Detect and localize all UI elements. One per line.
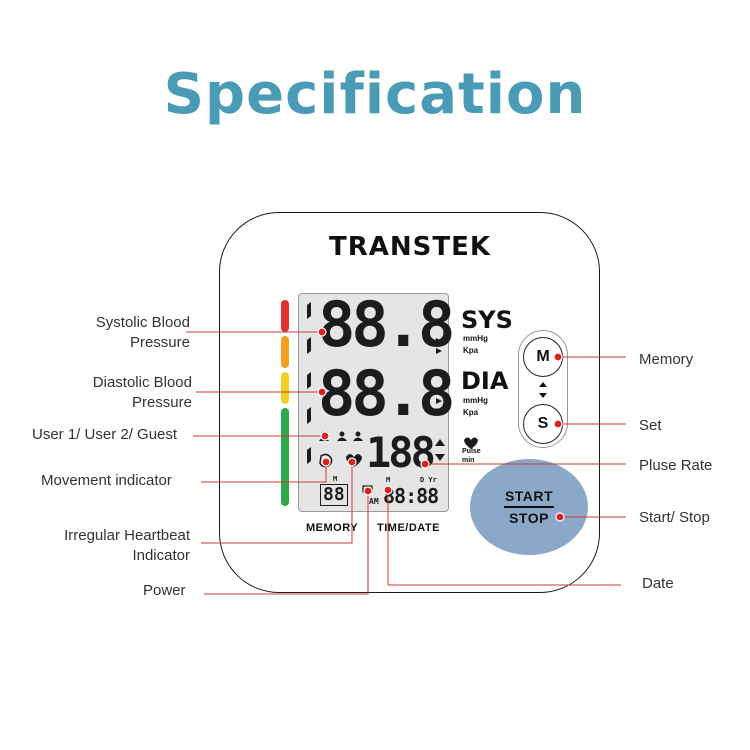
dia-arrow-2: [436, 408, 442, 414]
date-dot: [383, 485, 393, 495]
segment-bracket-2: [307, 337, 311, 354]
dia-unit-mmhg: mmHg: [463, 396, 488, 405]
power-dot: [363, 486, 373, 496]
movement-dot: [321, 457, 331, 467]
segment-bracket-5: [307, 447, 311, 464]
callout-startstop: Start/ Stop: [639, 509, 710, 526]
callout-systolic: Systolic Blood Pressure: [95, 314, 190, 351]
time-digits: 88:88: [383, 484, 439, 508]
start-stop-button[interactable]: START STOP: [470, 459, 588, 555]
up-arrow-icon: [539, 382, 547, 387]
irregular-dot: [347, 457, 357, 467]
segment-bracket-3: [307, 372, 311, 389]
callout-users: User 1/ User 2/ Guest: [32, 426, 178, 443]
bp-level-bar-orange: [281, 336, 289, 368]
brand-logo: TRANSTEK: [328, 232, 491, 262]
segment-bracket-4: [307, 407, 311, 424]
pulse-digits: 188: [366, 428, 436, 477]
start-label: START: [504, 488, 554, 505]
stop-label: STOP: [509, 509, 549, 526]
startstop-dot: [555, 512, 565, 522]
sys-unit-kpa: Kpa: [463, 346, 479, 355]
callout-set: Set: [639, 417, 662, 434]
callout-irregular: Irregular Heartbeat Indicator: [64, 527, 190, 564]
segment-bracket-1: [307, 302, 311, 319]
callout-date: Date: [642, 575, 674, 592]
pulse-dot: [420, 459, 430, 469]
callout-diastolic: Diastolic Blood Pressure: [92, 374, 192, 411]
diastolic-digits: 88.8: [318, 357, 455, 430]
am-indicator: AM: [369, 497, 379, 506]
memory-digits: 88: [320, 484, 348, 506]
callout-memory: Memory: [639, 351, 694, 368]
bp-level-bar-green: [281, 408, 289, 506]
callout-movement: Movement indicator: [41, 472, 172, 489]
sys-unit-mmhg: mmHg: [463, 334, 488, 343]
diastolic-dot: [317, 387, 327, 397]
memory-dot: [553, 352, 563, 362]
set-dot: [553, 419, 563, 429]
pulse-down-arrow: [435, 454, 445, 461]
callout-pulse: Pluse Rate: [639, 457, 713, 474]
dia-label: DIA: [461, 367, 509, 395]
day-year-tag: D Yr: [420, 476, 437, 484]
timedate-caption: TIME/DATE: [377, 522, 440, 534]
month-tag: M: [386, 476, 391, 484]
systolic-digits: 88.8: [318, 288, 455, 361]
pulse-unit: min: [462, 457, 475, 464]
memory-button[interactable]: M: [523, 337, 563, 377]
pulse-up-arrow: [435, 439, 445, 446]
down-arrow-icon: [539, 393, 547, 398]
set-button[interactable]: S: [523, 404, 563, 444]
sys-arrow-1: [436, 338, 442, 344]
dia-unit-kpa: Kpa: [463, 408, 479, 417]
sys-label: SYS: [461, 306, 513, 334]
start-divider: [504, 506, 554, 508]
bp-level-bar-yellow: [281, 372, 289, 404]
bp-level-bar-red: [281, 300, 289, 332]
users-dot: [320, 431, 330, 441]
callout-power: Power: [143, 582, 186, 599]
dia-arrow-1: [436, 398, 442, 404]
pulse-heart-icon: [464, 437, 478, 449]
systolic-dot: [317, 327, 327, 337]
memory-caption: MEMORY: [306, 522, 359, 534]
pulse-label: Pulse: [462, 448, 481, 455]
sys-arrow-2: [436, 348, 442, 354]
movement-icon: [319, 453, 333, 468]
page-title: Specification: [163, 62, 587, 127]
button-housing: [518, 330, 568, 448]
memory-tag: M: [333, 475, 338, 483]
